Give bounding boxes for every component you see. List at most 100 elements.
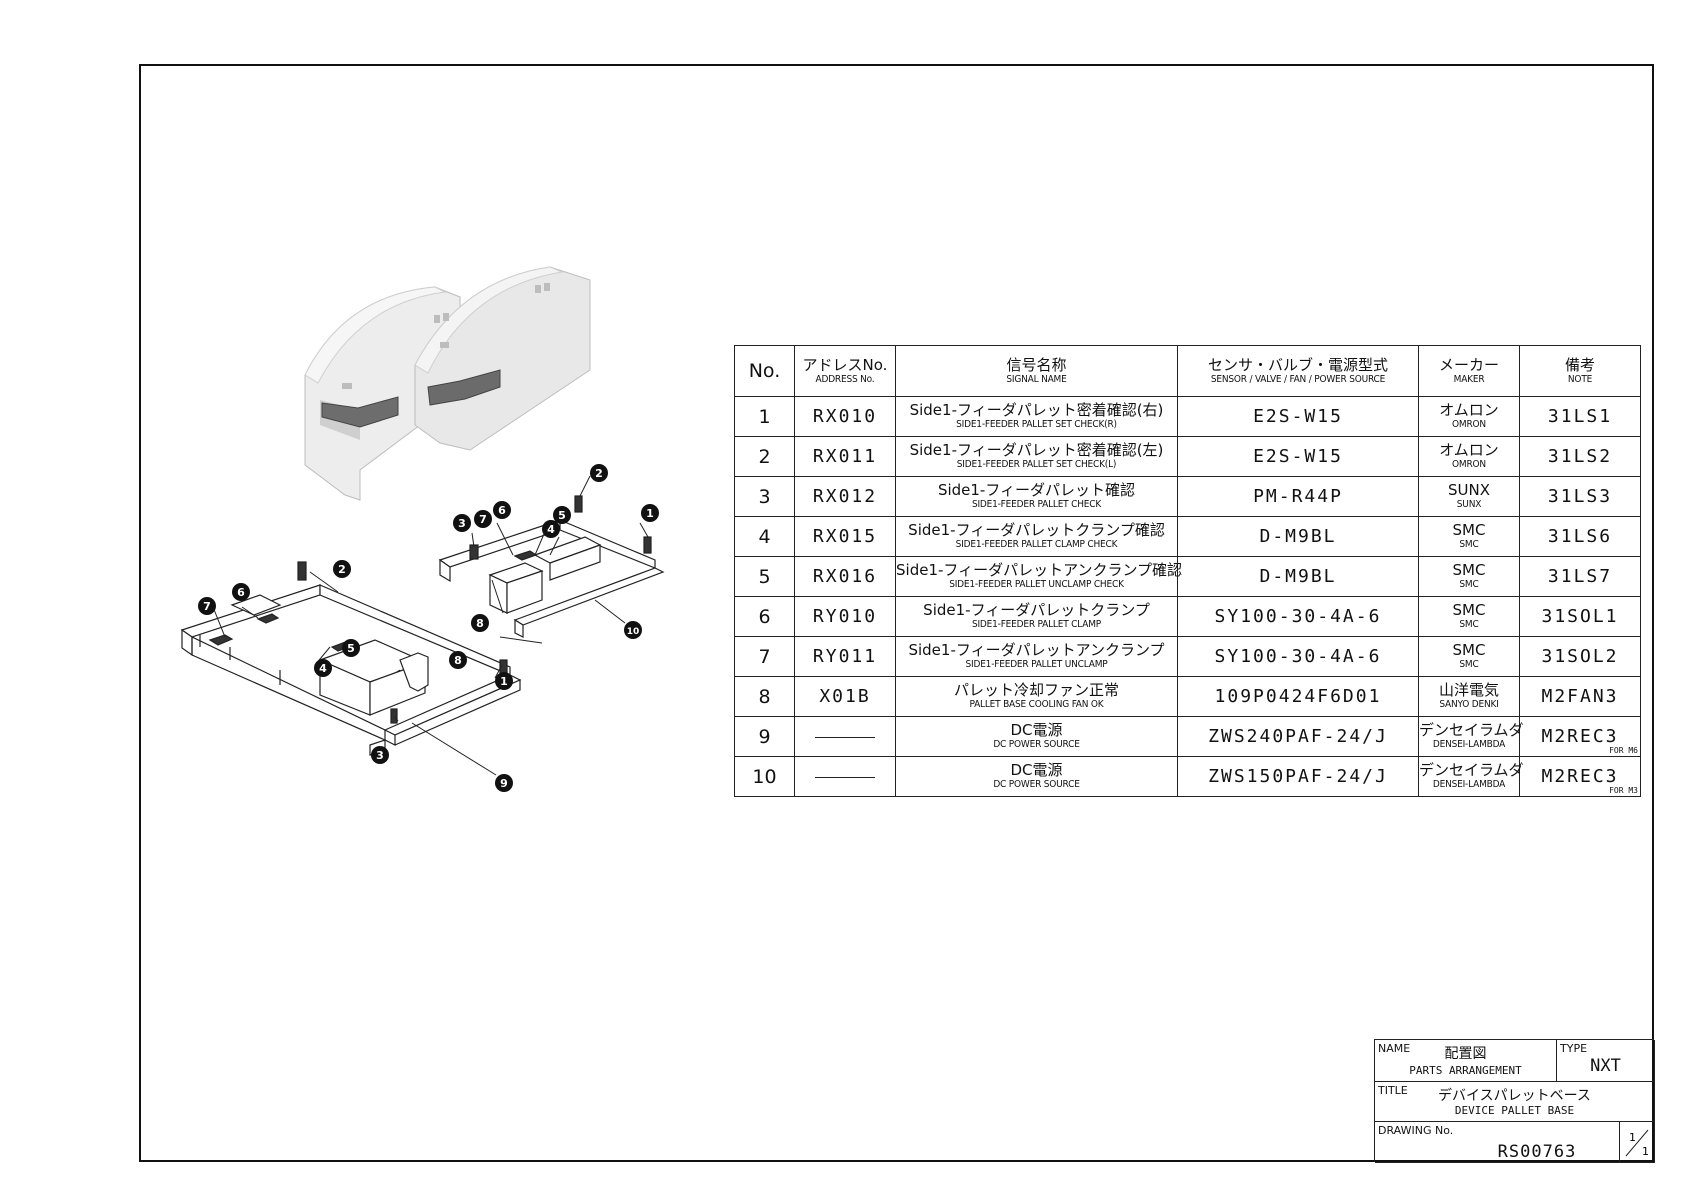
cell-note: 31LS6 [1519, 516, 1641, 557]
callout-2a: 2 [590, 464, 608, 482]
cell-model: D-M9BL [1177, 556, 1419, 597]
cell-note: 31LS3 [1519, 476, 1641, 517]
cell-address: X01B [794, 676, 896, 717]
feeder-cover-left [304, 286, 461, 501]
cell-model: SY100-30-4A-6 [1177, 636, 1419, 677]
name-label: NAME [1378, 1042, 1411, 1055]
svg-text:6: 6 [498, 504, 506, 517]
cell-model: E2S-W15 [1177, 436, 1419, 477]
cell-no: 7 [734, 636, 795, 677]
callout-10: 10 [624, 621, 642, 639]
cell-address: RY011 [794, 636, 896, 677]
callout-7a: 7 [474, 510, 492, 528]
type-cell: TYPE NXT [1557, 1040, 1655, 1082]
pallet-base-illustration: 1 2 3 4 5 6 7 8 10 1 2 3 4 5 6 7 8 9 [180, 266, 665, 792]
header-address: アドレスNo.ADDRESS No. [794, 345, 896, 397]
callout-1b: 1 [495, 672, 513, 690]
empty-dash [815, 777, 875, 778]
cell-no: 3 [734, 476, 795, 517]
callout-3a: 3 [453, 514, 471, 532]
sheet-cell: 1 1 [1620, 1122, 1655, 1163]
cell-model: D-M9BL [1177, 516, 1419, 557]
callout-8b: 8 [449, 651, 467, 669]
cell-no: 4 [734, 516, 795, 557]
cell-no: 1 [734, 396, 795, 437]
cell-model: ZWS150PAF-24/J [1177, 756, 1419, 797]
cell-model: SY100-30-4A-6 [1177, 596, 1419, 637]
svg-text:4: 4 [547, 523, 555, 536]
name-cell: NAME 配置図 PARTS ARRANGEMENT [1375, 1040, 1557, 1082]
cell-address: RX016 [794, 556, 896, 597]
callout-3b: 3 [371, 746, 389, 764]
svg-text:5: 5 [558, 509, 566, 522]
callout-2b: 2 [333, 560, 351, 578]
svg-text:8: 8 [476, 617, 484, 630]
header-no: No. [734, 345, 795, 397]
svg-text:9: 9 [500, 777, 508, 790]
svg-text:2: 2 [338, 563, 346, 576]
callout-9: 9 [495, 774, 513, 792]
cell-no: 2 [734, 436, 795, 477]
drawing-frame [139, 64, 1654, 1162]
callout-4a: 4 [542, 520, 560, 538]
cell-note: 31SOL1 [1519, 596, 1641, 637]
svg-text:5: 5 [347, 642, 355, 655]
svg-text:3: 3 [458, 517, 466, 530]
callout-4b: 4 [314, 659, 332, 677]
cell-signal: Side1-フィーダパレット密着確認(右)SIDE1-FEEDER PALLET… [895, 396, 1178, 437]
svg-text:6: 6 [237, 586, 245, 599]
cell-address [794, 756, 896, 797]
callout-5b: 5 [342, 639, 360, 657]
cell-model: PM-R44P [1177, 476, 1419, 517]
cell-note: 31SOL2 [1519, 636, 1641, 677]
title-block: NAME 配置図 PARTS ARRANGEMENT TYPE NXT TITL… [1374, 1039, 1655, 1163]
cell-no: 10 [734, 756, 795, 797]
cell-address: RX011 [794, 436, 896, 477]
cell-no: 6 [734, 596, 795, 637]
callout-5a: 5 [553, 506, 571, 524]
title-label: TITLE [1378, 1084, 1408, 1097]
title-en: DEVICE PALLET BASE [1454, 1104, 1575, 1117]
cell-address: RX012 [794, 476, 896, 517]
svg-text:2: 2 [595, 467, 603, 480]
svg-text:7: 7 [479, 513, 487, 526]
cell-address: RX015 [794, 516, 896, 557]
callout-6a: 6 [493, 501, 511, 519]
svg-text:7: 7 [203, 600, 211, 613]
svg-text:4: 4 [319, 662, 327, 675]
pallet-base-right [438, 495, 665, 638]
drawing-number: RS00763 [1497, 1142, 1577, 1162]
cell-address: RX010 [794, 396, 896, 437]
cell-address [794, 716, 896, 757]
callout-8a: 8 [471, 614, 489, 632]
cell-no: 8 [734, 676, 795, 717]
svg-text:1: 1 [1642, 1145, 1649, 1158]
leader-lines [212, 475, 649, 776]
svg-text:1: 1 [500, 675, 508, 688]
type-value: NXT [1590, 1056, 1621, 1076]
cell-model: ZWS240PAF-24/J [1177, 716, 1419, 757]
